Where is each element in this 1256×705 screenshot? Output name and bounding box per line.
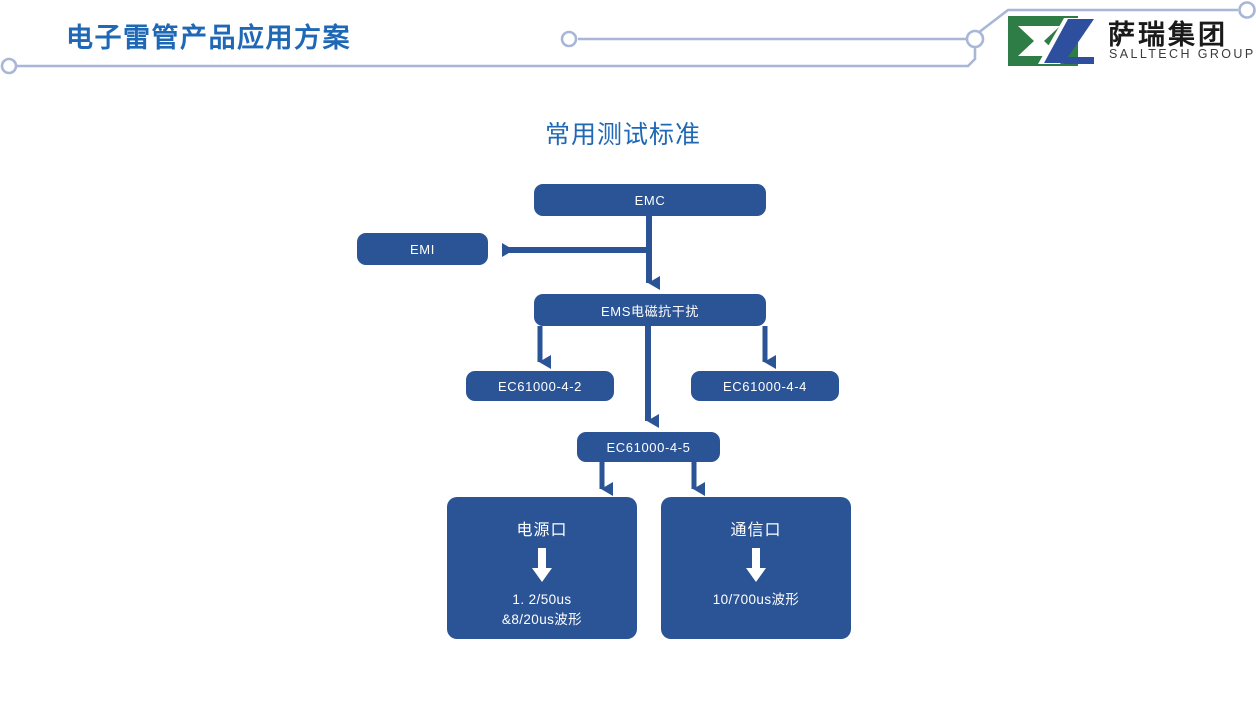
slide-header: 电子雷管产品应用方案 萨瑞集团 SALLTECH GROUP [0,0,1256,90]
node-emi-label: EMI [410,241,435,257]
node-emc-label: EMC [634,192,666,208]
node-power-port-text2: &8/20us波形 [501,612,583,628]
salltech-logo-mark [1008,16,1096,66]
page-title: 电子雷管产品应用方案 [66,23,351,53]
node-iec61000-4-5-label: EC61000-4-5 [606,439,691,455]
section-heading-text: 常用测试标准 [544,121,701,149]
section-heading: 常用测试标准 [0,115,1256,151]
logo-text-en: SALLTECH GROUP [1109,47,1256,61]
node-emc[interactable]: EMC [534,184,766,216]
node-power-port[interactable]: 电源口 1. 2/50us &8/20us波形 [447,497,637,639]
node-ems-label: EMS电磁抗干扰 [601,303,699,319]
node-iec61000-4-2[interactable]: EC61000-4-2 [466,371,614,401]
company-logo: 萨瑞集团 SALLTECH GROUP [1008,14,1253,72]
node-comm-port-text1: 10/700us波形 [712,592,800,607]
node-iec61000-4-5[interactable]: EC61000-4-5 [577,432,720,462]
node-comm-port-title: 通信口 [730,522,782,539]
node-power-port-text1: 1. 2/50us [512,592,572,607]
node-comm-port[interactable]: 通信口 10/700us波形 [661,497,851,639]
node-emi[interactable]: EMI [357,233,488,265]
node-ems[interactable]: EMS电磁抗干扰 [534,294,766,326]
down-arrow-icon [531,548,553,586]
node-iec61000-4-4[interactable]: EC61000-4-4 [691,371,839,401]
node-iec61000-4-4-label: EC61000-4-4 [723,378,807,394]
logo-text-cn: 萨瑞集团 [1108,20,1228,51]
down-arrow-icon [745,548,767,586]
node-power-port-title: 电源口 [516,522,568,539]
node-iec61000-4-2-label: EC61000-4-2 [498,378,582,394]
header-decoration-line [0,1,1256,75]
